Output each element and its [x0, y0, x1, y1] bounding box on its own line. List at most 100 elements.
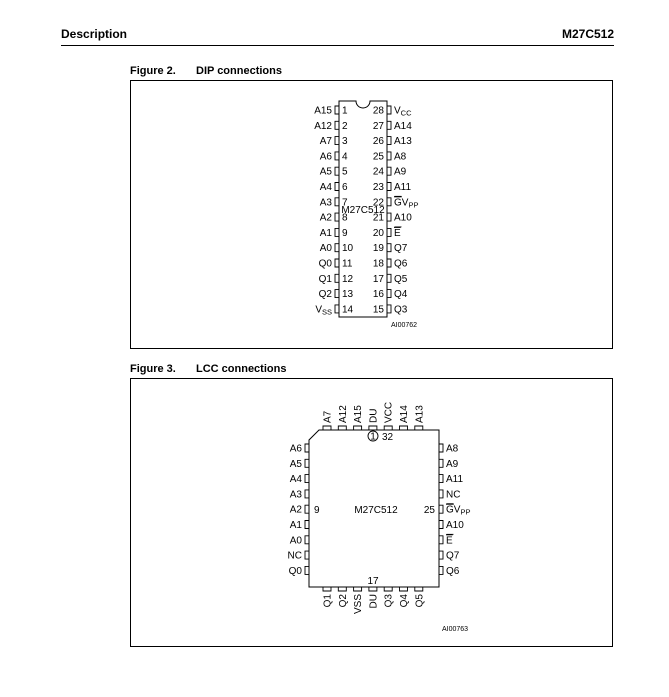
- dip-pin-lead: [334, 258, 339, 268]
- dip-pin-number: 20: [373, 228, 385, 239]
- lcc-left-pin-label: A2: [290, 505, 303, 516]
- lcc-pin-lead: [304, 474, 309, 484]
- lcc-right-pin-label: Q7: [446, 551, 460, 562]
- dip-pin-lead: [334, 151, 339, 161]
- section-title: Description: [61, 27, 128, 41]
- lcc-pin-lead: [439, 489, 444, 499]
- lcc-bottom-pin-label: Q4: [399, 594, 410, 608]
- lcc-body: [308, 429, 440, 588]
- dip-pin-label: Q1: [319, 274, 333, 285]
- lcc-left-pin-label: A0: [290, 535, 303, 546]
- lcc-pin-lead: [383, 587, 393, 592]
- lcc-pin-lead: [304, 489, 309, 499]
- dip-pin-lead: [387, 151, 392, 161]
- dip-pin-number: 22: [373, 197, 385, 208]
- lcc-pin-lead: [399, 587, 408, 592]
- dip-pin-number: 8: [342, 213, 348, 224]
- dip-pin-number: 24: [373, 167, 385, 178]
- lcc-pin-lead: [304, 550, 309, 560]
- lcc-pin-lead: [439, 504, 444, 514]
- dip-pin-label: Q0: [319, 259, 333, 270]
- dip-pin-label: Q2: [319, 289, 333, 300]
- dip-pin-number: 19: [373, 243, 385, 254]
- lcc-right-pin-label: NC: [446, 489, 460, 500]
- dip-pin-number: 27: [373, 121, 385, 132]
- dip-pin-label: A6: [320, 151, 333, 162]
- lcc-pin-lead: [383, 425, 393, 430]
- dip-pin-label: GVPP: [394, 197, 418, 209]
- dip-pin-label: A5: [320, 167, 333, 178]
- dip-pin-lead: [387, 258, 392, 268]
- dip-chip-label: M27C512: [341, 205, 385, 216]
- dip-pin-label: A11: [394, 182, 411, 193]
- lcc-top-pin-label: A15: [353, 405, 364, 423]
- dip-pin-number: 7: [342, 197, 348, 208]
- dip-pin-lead: [334, 273, 339, 283]
- dip-pin-number: 26: [373, 136, 385, 147]
- lcc-pin-lead: [337, 425, 347, 430]
- dip-pin-lead: [334, 105, 339, 115]
- dip-pin-number: 13: [342, 289, 354, 300]
- header-rule: [61, 45, 614, 46]
- lcc-figure-ref: AI00763: [442, 626, 468, 633]
- dip-pin-number: 18: [373, 259, 385, 270]
- lcc-right-pin-label: A8: [446, 444, 459, 455]
- dip-pin-label: A12: [314, 121, 332, 132]
- dip-pin-lead: [334, 182, 339, 191]
- lcc-corner-number-right: 25: [424, 505, 436, 516]
- lcc-corner-number-top: 32: [382, 432, 394, 443]
- lcc-right-pin-label: A10: [446, 520, 464, 531]
- dip-pin-number: 12: [342, 274, 354, 285]
- lcc-right-pin-label: A11: [446, 474, 463, 485]
- lcc-top-pin-label: A14: [399, 405, 410, 423]
- dip-pin-number: 21: [373, 213, 385, 224]
- dip-pin-label: A15: [314, 106, 332, 117]
- dip-figure-ref: AI00762: [391, 322, 417, 329]
- dip-pin-lead: [334, 136, 339, 146]
- figure3-title: LCC connections: [196, 363, 287, 375]
- dip-pin-label: Q5: [394, 274, 408, 285]
- dip-pin-lead: [334, 212, 339, 222]
- pin1-marker-number: 1: [370, 432, 376, 443]
- dip-pin-lead: [334, 243, 339, 253]
- lcc-pin-lead: [414, 425, 424, 430]
- lcc-right-pin-label: A9: [446, 459, 459, 470]
- dip-pin-label: VSS: [315, 304, 332, 316]
- dip-pin-number: 4: [342, 151, 348, 162]
- lcc-left-pin-label: NC: [288, 551, 302, 562]
- dip-pin-number: 1: [342, 106, 348, 117]
- lcc-pin-lead: [304, 458, 309, 468]
- lcc-bottom-pin-label: DU: [368, 594, 379, 608]
- lcc-left-pin-label: A4: [290, 474, 303, 485]
- dip-pin-label: A10: [394, 213, 412, 224]
- dip-pin-number: 15: [373, 304, 385, 315]
- lcc-corner-number-left: 9: [314, 505, 320, 516]
- dip-chip: M27C5121A152A123A74A65A56A47A38A29A110A0…: [314, 100, 418, 318]
- lcc-top-pin-label: A7: [323, 410, 334, 423]
- dip-pin-lead: [334, 304, 339, 314]
- dip-pin-label: A3: [320, 197, 333, 208]
- dip-pin-number: 17: [373, 274, 385, 285]
- dip-diagram: M27C5121A152A123A74A65A56A47A38A29A110A0…: [314, 100, 418, 329]
- lcc-bottom-pin-label: Q1: [323, 594, 334, 608]
- lcc-pin-lead: [439, 474, 444, 484]
- lcc-pin-lead: [439, 565, 444, 575]
- lcc-left-pin-label: A5: [290, 459, 303, 470]
- dip-pin-label: A14: [394, 121, 412, 132]
- lcc-bottom-pin-label: Q2: [338, 594, 349, 608]
- figure2-title: DIP connections: [196, 65, 282, 77]
- lcc-top-pin-label: A13: [414, 405, 425, 423]
- lcc-right-pin-label: Q6: [446, 566, 460, 577]
- dip-pin-lead: [387, 243, 392, 253]
- dip-pin-label: Q6: [394, 259, 408, 270]
- dip-pin-number: 28: [373, 106, 385, 117]
- dip-pin-number: 10: [342, 243, 354, 254]
- dip-pin-lead: [387, 227, 392, 237]
- lcc-pin-lead: [439, 520, 444, 529]
- dip-pin-lead: [334, 120, 339, 130]
- lcc-pin-lead: [439, 550, 444, 560]
- lcc-chip-label: M27C512: [354, 505, 398, 516]
- dip-pin-lead: [387, 166, 392, 176]
- lcc-bottom-pin-label: VSS: [353, 594, 364, 614]
